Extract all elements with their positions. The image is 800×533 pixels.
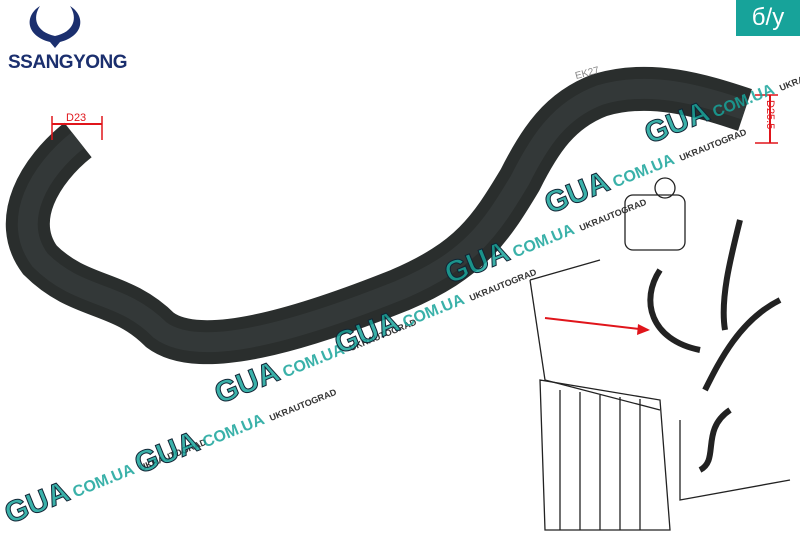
diameter-label-right: D25.5 <box>764 100 776 130</box>
ssangyong-logo-icon <box>29 6 81 48</box>
diameter-label-left: D23 <box>66 112 87 124</box>
brand-wordmark: SSANGYONG <box>8 52 128 73</box>
cooling-system-diagram <box>529 177 791 531</box>
used-condition-badge: б/у <box>736 0 800 36</box>
